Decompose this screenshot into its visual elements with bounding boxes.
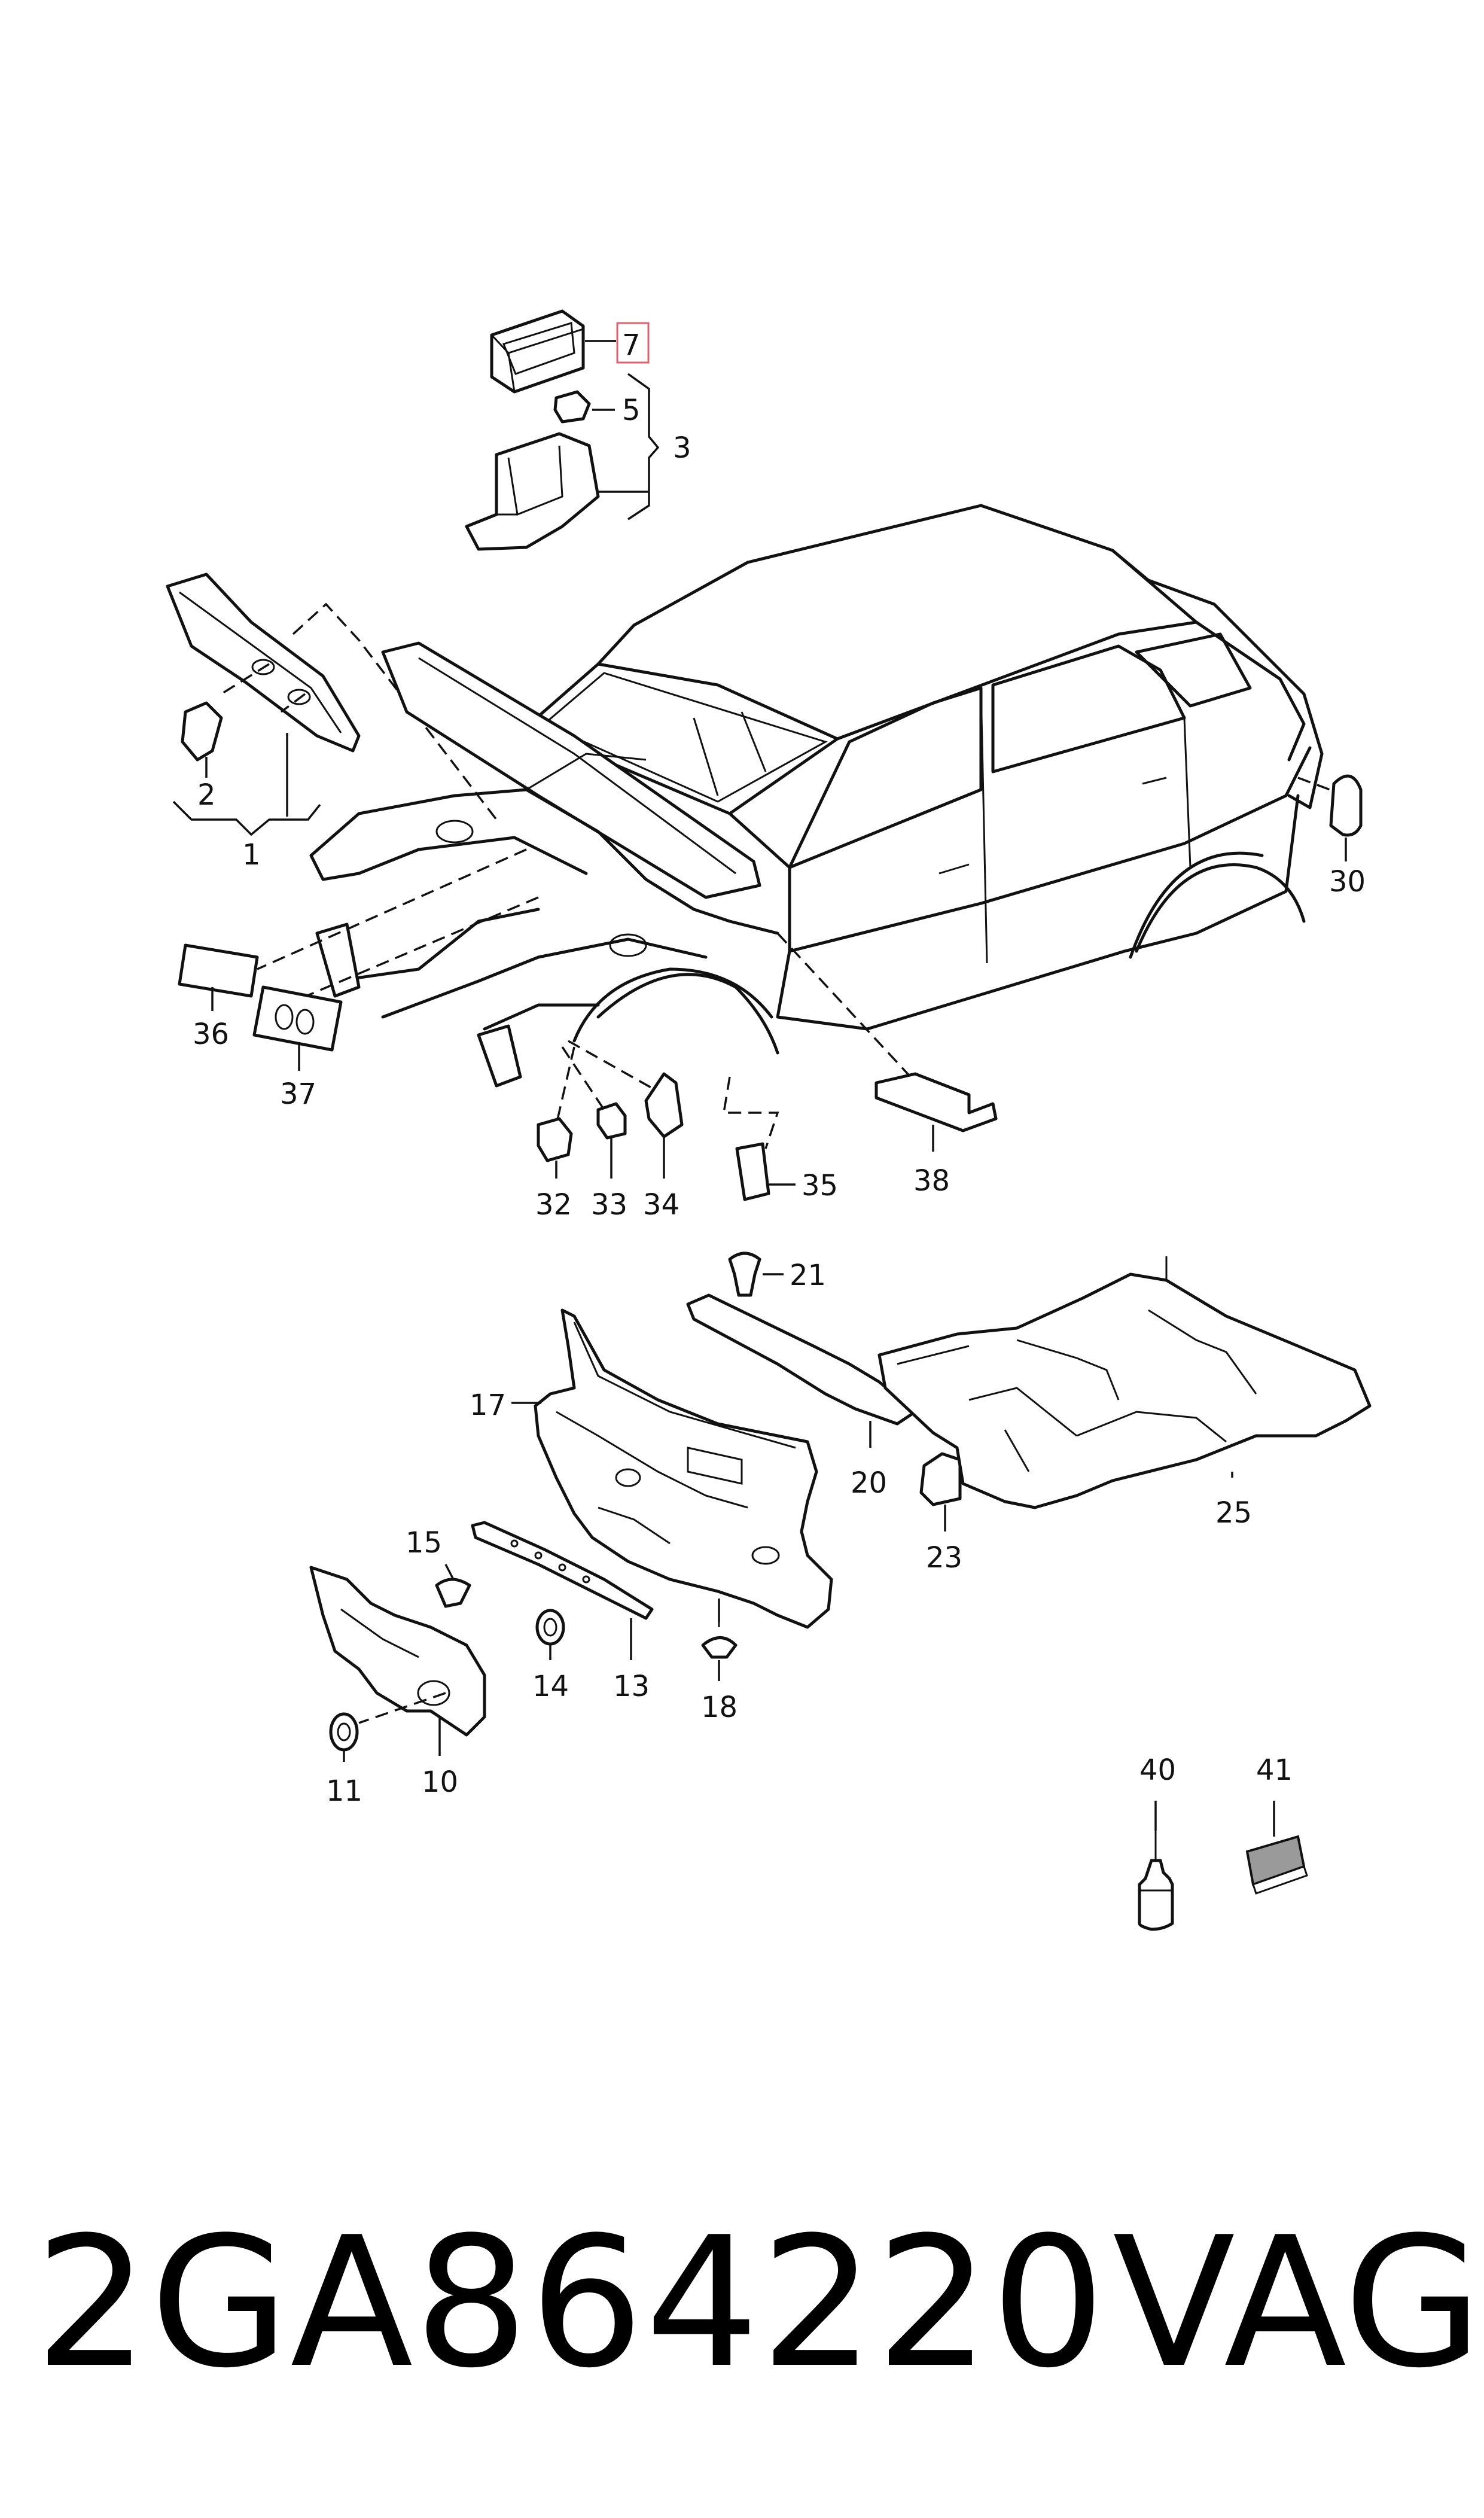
callout-25: 25 xyxy=(1215,1496,1252,1530)
part-3-bracket xyxy=(465,432,600,551)
part-17-bulkhead-insulation xyxy=(534,1308,833,1629)
callout-11: 11 xyxy=(326,1774,362,1808)
part-18-clip xyxy=(701,1615,738,1659)
part-11-grommet xyxy=(329,1712,359,1752)
part-21-clip xyxy=(728,1252,761,1297)
part-5-clip xyxy=(553,390,591,424)
part-35-pad xyxy=(735,1142,770,1201)
part-40-bottle xyxy=(1138,1831,1174,1931)
callout-41: 41 xyxy=(1256,1753,1293,1787)
part-37-pad xyxy=(252,985,343,1052)
callout-5: 5 xyxy=(622,394,641,427)
part-1-bonnet-insulation xyxy=(166,573,361,753)
part-23-block xyxy=(919,1452,962,1506)
part-20-seal xyxy=(686,1293,917,1426)
callout-18: 18 xyxy=(701,1691,738,1724)
callout-3: 3 xyxy=(673,431,691,465)
part-36-pad xyxy=(178,943,259,998)
callout-37: 37 xyxy=(280,1077,316,1111)
callout-13: 13 xyxy=(613,1670,650,1703)
callout-17: 17 xyxy=(470,1389,506,1422)
part-34-bracket xyxy=(644,1072,684,1138)
part-2-bracket xyxy=(181,701,223,762)
callout-23: 23 xyxy=(926,1541,962,1575)
part-41-pad xyxy=(1245,1835,1308,1895)
part-7-insulation-box xyxy=(490,309,585,394)
callout-36: 36 xyxy=(193,1018,229,1051)
callout-34: 34 xyxy=(643,1188,679,1222)
callout-15: 15 xyxy=(406,1526,442,1560)
callout-21: 21 xyxy=(790,1259,826,1292)
part-30-panel xyxy=(1329,774,1363,837)
part-15-clip xyxy=(435,1578,471,1608)
callout-32: 32 xyxy=(535,1188,572,1222)
part-number: 2GA864220 xyxy=(35,2199,1107,2407)
callout-7: 7 xyxy=(622,328,641,362)
part-13-strip xyxy=(471,1521,654,1620)
part-25-floor-carpet xyxy=(877,1256,1372,1509)
part-38-pad xyxy=(874,1072,998,1132)
part-14-grommet xyxy=(535,1609,565,1646)
callout-1: 1 xyxy=(242,838,261,872)
callout-10: 10 xyxy=(422,1765,458,1799)
callout-30: 30 xyxy=(1329,865,1366,899)
callout-38: 38 xyxy=(913,1164,950,1198)
callout-33: 33 xyxy=(591,1188,627,1222)
callout-14: 14 xyxy=(532,1670,569,1703)
callout-35: 35 xyxy=(802,1169,838,1202)
part-32-block xyxy=(537,1117,573,1162)
part-10-insulation xyxy=(309,1566,486,1737)
brand-label: VAG xyxy=(1113,2199,1483,2407)
callout-40: 40 xyxy=(1139,1753,1176,1787)
callout-2: 2 xyxy=(197,778,216,812)
car-body xyxy=(309,504,1324,1088)
callout-20: 20 xyxy=(851,1466,887,1500)
part-33-block xyxy=(596,1102,627,1140)
